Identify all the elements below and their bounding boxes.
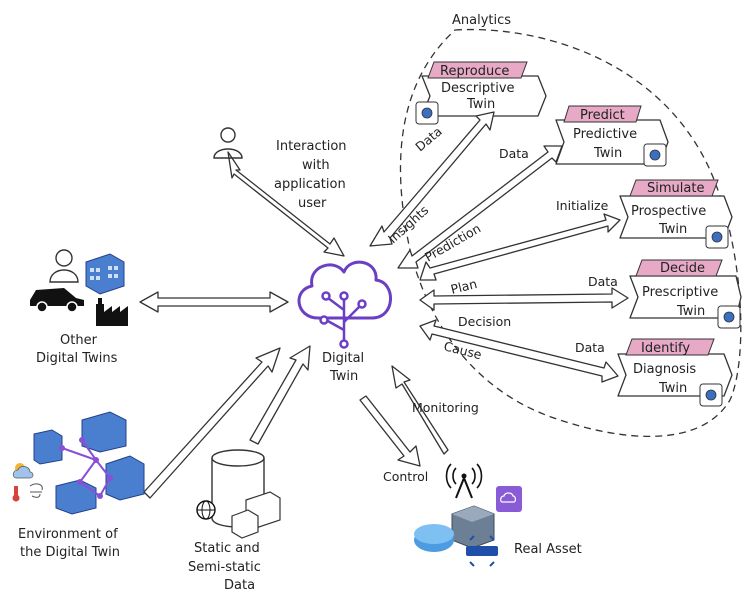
person-icon [49, 249, 79, 283]
chip-icon [643, 143, 667, 167]
label-data-3: Data [588, 274, 618, 289]
analytics-title: Analytics [452, 13, 511, 28]
twin-prescriptive: Decide Prescriptive Twin [629, 259, 742, 329]
label-data-2: Data [499, 146, 529, 161]
factory-icon [96, 298, 128, 326]
label-data-4: Data [575, 340, 605, 355]
thermometer-icon [12, 486, 20, 502]
tag-predict [563, 105, 642, 123]
twin-prospective: Simulate Prospective Twin [619, 179, 733, 249]
arrow-diagnosis [419, 319, 619, 383]
diagnosis-line2: Twin [658, 381, 687, 396]
label-monitoring: Monitoring [412, 400, 479, 415]
static-line1: Static and [194, 541, 260, 556]
globe-icon [196, 500, 216, 520]
environment-line1: Environment of [18, 527, 118, 542]
static-line3: Data [224, 578, 255, 590]
predictive-line1: Predictive [573, 127, 637, 142]
chip-icon [717, 305, 741, 329]
chip-icon [415, 101, 439, 125]
twin-predictive: Predict Predictive Twin [555, 105, 669, 167]
twin-descriptive: Reproduce Descriptive Twin [415, 61, 547, 125]
tag-reproduce [427, 61, 528, 79]
other-line2: Digital Twins [36, 351, 118, 366]
router-icon [414, 524, 454, 552]
descriptive-line1: Descriptive [441, 81, 515, 96]
label-decision: Decision [458, 314, 511, 329]
arrow-static-dt [249, 345, 311, 445]
user-line3: application [274, 177, 346, 192]
arrow-predictive [397, 145, 563, 269]
tag-identify [625, 338, 715, 356]
arrow-monitoring [391, 365, 449, 455]
descriptive-line2: Twin [466, 97, 495, 112]
prospective-line2: Twin [658, 222, 687, 237]
prospective-line1: Prospective [631, 204, 706, 219]
tag-reproduce-label: Reproduce [440, 64, 509, 79]
chip-icon [705, 225, 729, 249]
other-line1: Other [60, 333, 98, 348]
prescriptive-line1: Prescriptive [642, 285, 718, 300]
user-icon [213, 127, 243, 159]
tag-decide-label: Decide [660, 261, 705, 276]
analytics-region: Analytics [399, 13, 742, 438]
digital-twin-cloud-icon [297, 260, 392, 349]
cloud-service-icon [496, 486, 522, 512]
chip-icon [699, 383, 723, 407]
antenna-icon [445, 463, 483, 499]
server-icon [451, 505, 495, 549]
user-line2: with [302, 158, 330, 173]
tag-simulate-label: Simulate [647, 181, 704, 196]
asset-label: Real Asset [514, 542, 582, 557]
arrow-prescriptive [419, 287, 629, 311]
arrow-other-dt [139, 291, 289, 313]
user-line1: Interaction [276, 139, 347, 154]
building-icon [85, 253, 125, 295]
smart-city-icon [33, 411, 145, 515]
arrow-user-dt [227, 151, 345, 257]
tag-decide [635, 259, 723, 277]
center-line2: Twin [329, 369, 358, 384]
label-data-1: Data [412, 124, 445, 155]
arrow-descriptive [369, 111, 495, 247]
label-initialize: Initialize [556, 198, 609, 213]
tag-predict-label: Predict [580, 108, 625, 123]
boxes-icon [231, 491, 281, 539]
arrow-prospective [419, 213, 621, 281]
car-icon [30, 288, 84, 313]
arrow-env-dt [143, 347, 281, 499]
environment-line2: the Digital Twin [20, 545, 120, 560]
tag-simulate [629, 179, 719, 197]
label-control: Control [383, 469, 428, 484]
predictive-line2: Twin [593, 146, 622, 161]
prescriptive-line2: Twin [676, 304, 705, 319]
network-switch-icon [466, 535, 498, 567]
descriptive-twin-box [421, 75, 547, 117]
twin-diagnosis: Identify Diagnosis Twin [617, 338, 733, 407]
diagnosis-line1: Diagnosis [633, 362, 696, 377]
static-line2: Semi-static [188, 560, 261, 575]
user-line4: user [298, 196, 327, 211]
weather-icon [12, 463, 34, 479]
tag-identify-label: Identify [641, 341, 690, 356]
arrow-control [359, 395, 421, 467]
wind-icon [29, 483, 43, 498]
label-plan: Plan [449, 276, 478, 297]
center-line1: Digital [322, 351, 364, 366]
